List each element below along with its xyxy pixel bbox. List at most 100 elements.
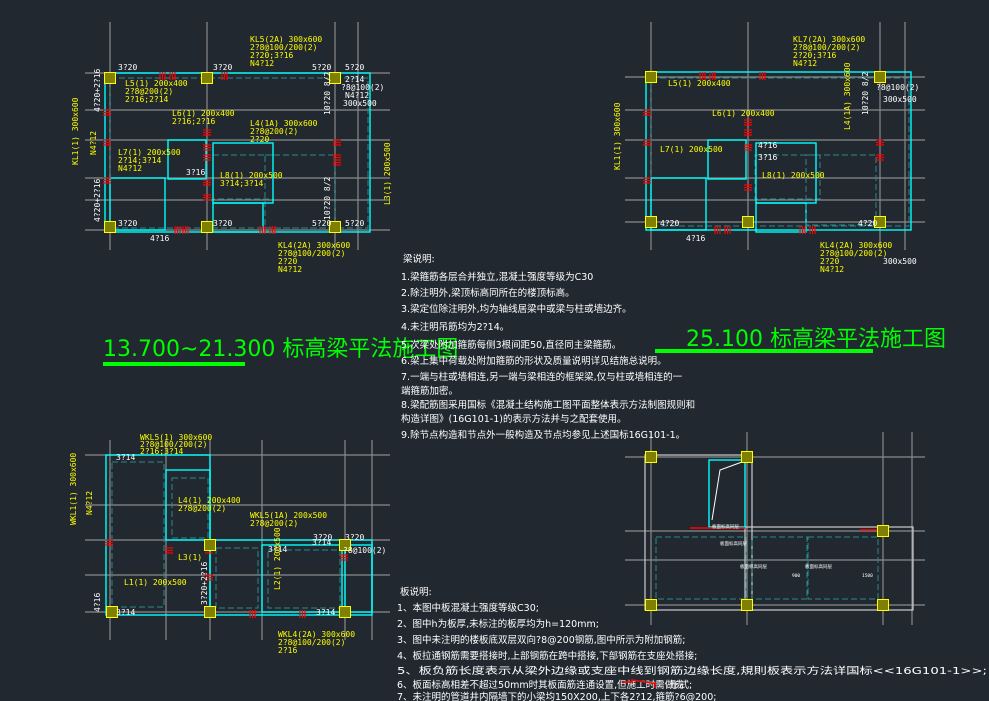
rebar-label: 3?20+2?16 — [200, 561, 209, 605]
slab-notes: 板说明: 1、本图中板混凝土强度等级C30; 2、图中h为板厚,未标注的板厚均为… — [397, 586, 987, 701]
plan2-labels: KL7(2A) 300x600 2?8@100/200(2) 2?20;3?16… — [613, 35, 919, 274]
slab-edge — [655, 536, 747, 600]
beam-label: L7(1) 200x500 — [118, 148, 181, 157]
slab-edge — [807, 536, 879, 600]
beam-label: L3(1) 200x500 — [383, 142, 392, 205]
note-item: 5.次梁处附加箍筋每侧3根间距50,直径同主梁箍筋。 — [401, 339, 621, 351]
column — [877, 599, 889, 611]
rebar-label: 10?20 8/2 — [323, 71, 332, 115]
rebar-label: 5?20 — [312, 219, 331, 228]
column — [201, 221, 213, 233]
note-item: 2、图中h为板厚,未标注的板厚均为h=120mm; — [397, 618, 599, 630]
beam — [645, 71, 912, 231]
beam-label: L6(1) 200x400 — [712, 109, 775, 118]
note-item: 3.梁定位除注明外,均为轴线居梁中或梁与柱或墙边齐。 — [401, 303, 632, 315]
note-item: 1、本图中板混凝土强度等级C30; — [397, 602, 539, 614]
slab-label: 板面标高同层 — [712, 523, 739, 530]
note-item: 1.梁箍筋各层合并独立,混凝土强度等级为C30 — [401, 271, 593, 283]
rebar-label: 3?14 — [316, 608, 335, 617]
beam-label: 2?8@200(2) — [250, 127, 298, 136]
rebar-marks — [103, 72, 884, 618]
rebar-label: 3?14 — [312, 538, 331, 547]
slab-edge — [215, 547, 259, 609]
shaft-symbol — [711, 461, 743, 521]
beam-label: 2?8@100/200(2) — [250, 43, 317, 52]
rebar-label: 3?20 — [213, 63, 232, 72]
rebar-label: 4?20+2?16 — [93, 68, 102, 112]
slab-edge — [650, 77, 910, 227]
rebar-label: 4?20 — [858, 219, 877, 228]
note-item: 6.梁上集中荷载处附加箍筋的形状及质量说明详见结施总说明。 — [401, 355, 667, 367]
beam-label: N4?12 — [250, 59, 274, 68]
rebar-label: 3?14 — [116, 608, 135, 617]
beam-label: 2?14;3?14 — [118, 156, 162, 165]
rebar-label: 5?20 — [312, 63, 331, 72]
column — [645, 216, 657, 228]
beam-label: N4?12 — [278, 265, 302, 274]
beam-label: L2(1) 200x500 — [273, 527, 282, 590]
beam-label: L4(1) 200x400 — [178, 496, 241, 505]
column — [741, 599, 753, 611]
rebar-label: 300x500 — [343, 99, 377, 108]
rebar-label: 5?20 — [345, 63, 364, 72]
column — [104, 221, 116, 233]
beam-label: N4?12 — [118, 164, 142, 173]
note-item: 7、未注明的管道井内隔墙下的小梁均150X200,上下各2?12,箍筋?6@20… — [397, 691, 716, 701]
slab-edge — [109, 77, 369, 229]
beam-label: KL5(2A) 300x600 — [250, 35, 322, 44]
column — [874, 216, 886, 228]
beam — [755, 142, 817, 204]
plan1-labels: KL5(2A) 300x600 2?8@100/200(2) 2?20;3?16… — [71, 35, 392, 274]
beam-outlines — [104, 71, 914, 616]
beam-label: 2?20 — [250, 135, 269, 144]
slab-label: 板面标高同层 — [720, 540, 747, 547]
plan1-title-underline — [103, 362, 245, 366]
rebar-label: N4?12 — [345, 91, 369, 100]
beam-notes-heading: 梁说明: — [403, 253, 435, 265]
beam-label: KL7(2A) 300x600 — [793, 35, 865, 44]
beam-label: N4?12 — [793, 59, 817, 68]
rebar-label: 3?16 — [758, 153, 777, 162]
rebar-label: ?8@100(2) — [343, 546, 386, 555]
dimension-label: 900 — [792, 573, 800, 579]
beam-label: 2?8@100/200(2) — [278, 638, 345, 647]
rebar-label: 3?20 — [313, 533, 332, 542]
note-item: 形式; — [670, 679, 692, 691]
plan4-labels: 板面标高同层 板面标高同层 板面标高同层 板面标高同层 900 1500 — [712, 523, 873, 579]
beam-label: KL4(2A) 300x600 — [278, 241, 350, 250]
column — [339, 606, 351, 618]
beam-label: 2?20 — [820, 257, 839, 266]
rebar-label: 4?16 — [758, 141, 777, 150]
rebar-label: 4?16 — [93, 593, 102, 612]
beam-label: L3(1) — [178, 553, 202, 562]
rebar-label: 300x500 — [883, 95, 917, 104]
column — [329, 221, 341, 233]
beam — [109, 177, 166, 231]
rebar-label: 3?20 — [118, 63, 137, 72]
beam — [650, 177, 707, 231]
column — [741, 451, 753, 463]
column — [645, 599, 657, 611]
slab-step-symbol — [622, 679, 656, 688]
rebar-label: 3?20 — [345, 533, 364, 542]
plan3-labels: WKL5(1) 300x600 2?8@100/200(2) 2?16;3?14… — [69, 433, 386, 655]
rebar-label: 3?14 — [116, 453, 135, 462]
rebar-label: 2?14 — [345, 75, 364, 84]
slab-outline — [644, 454, 753, 611]
note-item: 7.一端与柱或墙相连,另一端与梁相连的框架梁,仅与柱或墙相连的一 — [401, 371, 683, 383]
beam-label: 2?20;3?16 — [793, 51, 837, 60]
note-item: 构造详图》(16G101-1)的表示方法并与之配套使用。 — [401, 413, 626, 425]
slab-edge — [267, 549, 341, 609]
beam-label: L4(1A) 300x600 — [250, 119, 318, 128]
note-item: 4.未注明吊筋均为2?14。 — [401, 321, 509, 333]
beam-label: 2?16;2?16 — [172, 117, 216, 126]
rebar-label: 4?20+2?16 — [93, 178, 102, 222]
column — [204, 539, 216, 551]
column — [106, 606, 118, 618]
column — [742, 216, 754, 228]
column — [339, 539, 351, 551]
column — [204, 606, 216, 618]
beam-label: L5(1) 200x400 — [125, 79, 188, 88]
beam-label: WKL4(2A) 300x600 — [278, 630, 355, 639]
